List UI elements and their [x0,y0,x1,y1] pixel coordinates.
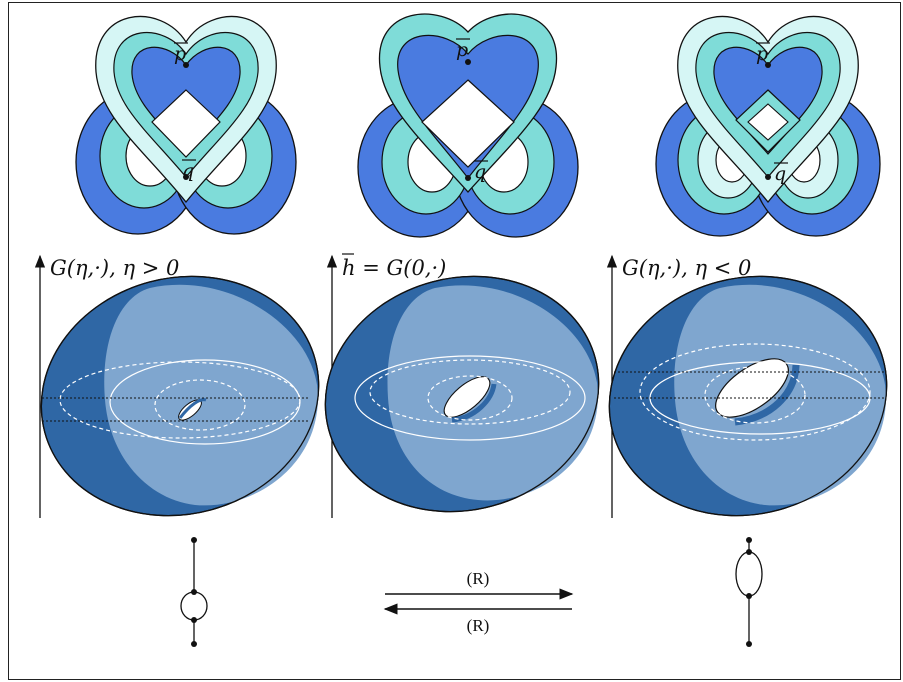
point-q-marker [765,174,771,180]
surface-diagram-middle: p q [357,13,579,238]
point-p-marker [465,59,471,65]
point-p-marker [765,62,771,68]
point-q-label: q [182,160,194,182]
point-q-marker [183,174,189,180]
point-p-label: p [756,43,768,65]
arrow-top-label: (R) [467,569,490,588]
point-q-marker [465,175,471,181]
arrow-bottom-label: (R) [467,616,490,635]
axis-label: h = G(0,·) [342,256,446,280]
axis-label: G(η,·), η > 0 [50,256,179,280]
point-q-label: q [774,163,786,185]
surface-diagram-left: p q [75,15,297,235]
point-p-marker [183,62,189,68]
reeb-graph-left [180,537,208,647]
torus-left: G(η,·), η > 0 [34,254,320,518]
torus-middle: h = G(0,·) [324,253,600,518]
torus-right: G(η,·), η < 0 [606,254,888,518]
axis-label: G(η,·), η < 0 [622,256,751,280]
transition-arrows: (R) (R) [383,569,574,635]
surface-diagram-right: p q [655,15,881,237]
point-p-label: p [456,39,468,61]
point-p-label: p [174,43,186,65]
reeb-graph-right [735,537,763,647]
point-q-label: q [474,161,486,183]
